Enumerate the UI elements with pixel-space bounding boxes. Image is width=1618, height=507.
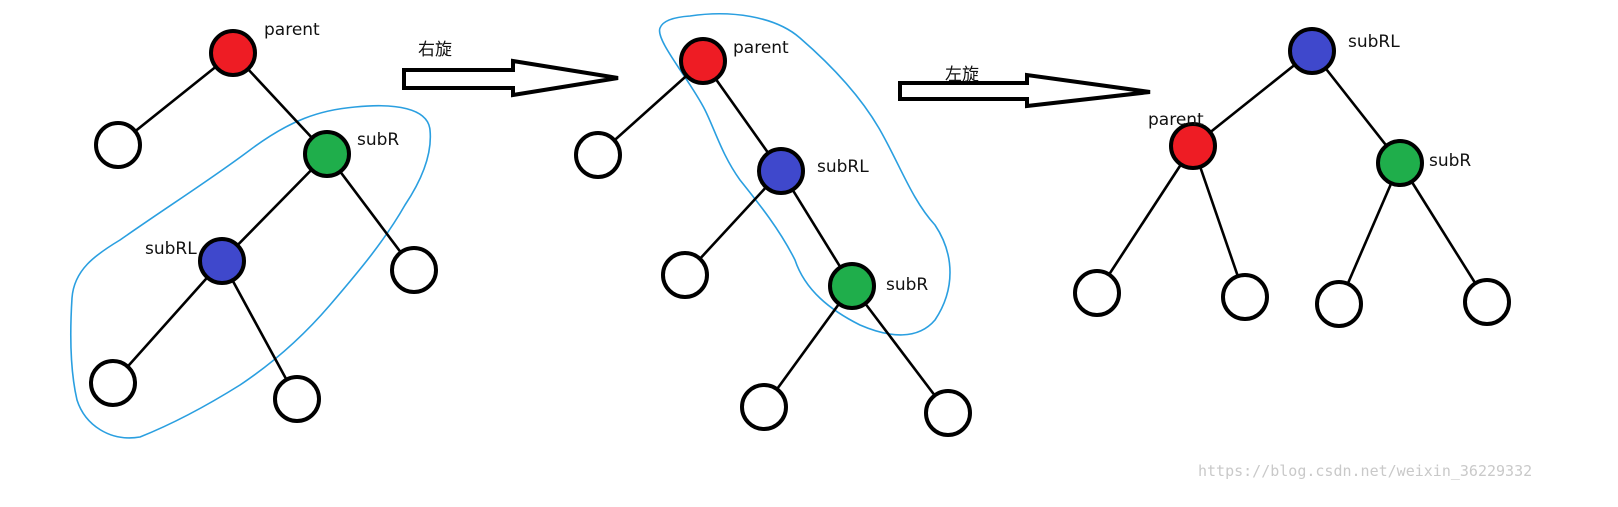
empty-node	[1221, 273, 1269, 321]
parent-node	[1169, 122, 1217, 170]
edge	[1192, 49, 1313, 148]
tree-3: subRL parent subR	[1073, 27, 1511, 328]
parent-node	[209, 29, 257, 77]
subRL-label: subRL	[145, 239, 197, 259]
empty-node	[1073, 269, 1121, 317]
subR-node	[303, 130, 351, 178]
parent-label: parent	[733, 38, 789, 58]
subRL-node	[1288, 27, 1336, 75]
right-rotate-label: 右旋	[418, 40, 452, 60]
parent-node	[679, 37, 727, 85]
subR-label: subR	[357, 130, 399, 150]
edge	[1095, 145, 1195, 294]
empty-node	[89, 359, 137, 407]
subR-label: subR	[886, 275, 928, 295]
edge	[117, 51, 234, 147]
empty-node	[1315, 280, 1363, 328]
arrow-shape	[402, 58, 619, 98]
subR-label: subR	[1429, 151, 1471, 171]
subRL-node	[757, 147, 805, 195]
empty-node	[1463, 278, 1511, 326]
empty-node	[94, 121, 142, 169]
subRL-node	[198, 237, 246, 285]
empty-node	[390, 246, 438, 294]
edge	[762, 285, 854, 408]
left-rotate-arrow: 左旋	[898, 65, 1151, 109]
subR-node	[828, 262, 876, 310]
empty-node	[924, 389, 972, 437]
edge	[1398, 162, 1489, 303]
empty-node	[273, 375, 321, 423]
tree-2: parent subRL subR	[574, 13, 972, 437]
tree-1-highlight-outline	[70, 104, 432, 439]
right-rotate-arrow: 右旋	[402, 40, 619, 98]
parent-label: parent	[1148, 110, 1204, 130]
edge	[220, 260, 299, 400]
tree-2-highlight-outline	[658, 13, 951, 336]
left-rotate-label: 左旋	[945, 65, 979, 85]
edge	[112, 260, 223, 384]
edge	[1337, 162, 1402, 305]
watermark-text: https://blog.csdn.net/weixin_36229332	[1198, 462, 1532, 480]
edge	[221, 153, 328, 262]
edge	[850, 285, 950, 414]
empty-node	[740, 383, 788, 431]
tree-1: parent subR subRL	[70, 20, 438, 439]
arrow-shape	[898, 72, 1151, 109]
empty-node	[661, 251, 709, 299]
subR-node	[1376, 139, 1424, 187]
edge	[325, 153, 416, 271]
subRL-label: subRL	[1348, 32, 1400, 52]
subRL-label: subRL	[817, 157, 869, 177]
parent-label: parent	[264, 20, 320, 40]
empty-node	[574, 131, 622, 179]
edge	[1191, 145, 1247, 298]
